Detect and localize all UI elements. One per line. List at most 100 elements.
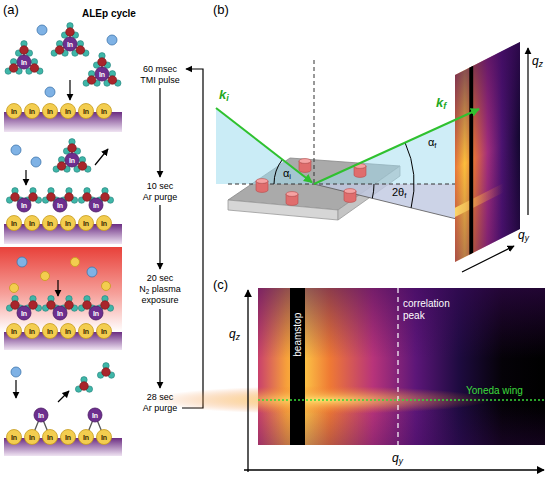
gisaxs-geometry — [274, 160, 282, 185]
gisaxs-geometry — [372, 184, 374, 198]
gisaxs-geometry — [216, 108, 314, 184]
tmi-pulse-illustration — [63, 37, 77, 51]
plasma-illustration — [0, 247, 122, 332]
atom-symbol: In — [47, 434, 53, 441]
step-name: exposure — [141, 295, 178, 305]
panel-letter: (c) — [213, 278, 228, 293]
final-purge-illustration — [15, 380, 16, 398]
final-purge-illustration — [75, 377, 92, 393]
atom-symbol: In — [101, 108, 107, 115]
yoneda-label: Yoneda wing — [466, 385, 523, 397]
atom-symbol: In — [83, 108, 89, 115]
atom-symbol: In — [101, 328, 107, 335]
final-purge-illustration — [43, 430, 58, 445]
atom-symbol: In — [101, 220, 107, 227]
ar-purge-illustration — [97, 216, 112, 231]
gisaxs-geometry — [469, 66, 473, 255]
plasma-illustration — [61, 324, 76, 339]
wave-vector-label: ki — [219, 88, 229, 103]
step-duration: 28 sec — [147, 392, 174, 402]
ar-purge-illustration — [25, 170, 26, 185]
tmi-pulse-illustration — [83, 53, 121, 87]
tmi-pulse-illustration — [5, 41, 43, 75]
tmi-pulse-illustration — [107, 35, 117, 45]
peak-label: correlation peak — [403, 298, 463, 321]
ar-purge-illustration — [65, 153, 79, 167]
gisaxs-geometry — [314, 60, 315, 184]
final-purge-illustration — [97, 430, 112, 445]
cycle-arrows — [160, 69, 203, 408]
detector-image — [247, 290, 248, 472]
atom-symbol: In — [83, 434, 89, 441]
tmi-pulse-illustration — [45, 87, 55, 97]
angle-label: 2θf — [392, 186, 406, 199]
gisaxs-geometry — [216, 42, 528, 272]
atom-symbol: In — [65, 220, 71, 227]
angle-label: αf — [428, 136, 437, 149]
final-purge-illustration — [88, 408, 102, 422]
tmi-pulse-illustration — [4, 23, 122, 132]
step-duration: 60 msec — [143, 64, 177, 74]
plasma-illustration — [17, 257, 27, 267]
tmi-pulse-illustration — [51, 23, 89, 57]
detector-image — [290, 288, 305, 445]
ar-purge-illustration — [17, 198, 31, 212]
ar-purge-illustration — [43, 216, 58, 231]
panel-title: ALEp cycle — [82, 8, 136, 20]
atom-symbol: In — [21, 310, 27, 317]
gisaxs-geometry — [527, 48, 528, 215]
atom-symbol: In — [83, 220, 89, 227]
atom-symbol: In — [65, 434, 71, 441]
tmi-pulse-illustration — [61, 104, 76, 119]
gisaxs-geometry — [299, 159, 311, 173]
atom-symbol: In — [38, 412, 44, 419]
ar-purge-illustration — [95, 149, 108, 165]
tmi-pulse-illustration — [43, 104, 58, 119]
plasma-illustration — [79, 324, 94, 339]
plasma-illustration — [87, 267, 97, 277]
plasma-illustration — [41, 272, 50, 281]
plasma-illustration — [17, 306, 31, 320]
angle-label: αi — [283, 167, 291, 180]
cycle-arrows — [182, 69, 203, 408]
atom-symbol: In — [92, 412, 98, 419]
atom-symbol: In — [47, 220, 53, 227]
tmi-pulse-illustration — [79, 104, 94, 119]
detector-image — [258, 288, 545, 445]
plasma-illustration — [97, 324, 112, 339]
axis-label: qy — [518, 229, 529, 243]
tmi-pulse-illustration — [69, 80, 70, 100]
atom-symbol: In — [11, 220, 17, 227]
axis-label: qy — [392, 452, 403, 466]
panel-letter: (b) — [213, 3, 229, 18]
ar-purge-illustration — [53, 139, 91, 173]
ar-purge-illustration — [7, 216, 22, 231]
plasma-illustration — [10, 284, 19, 293]
atom-symbol: In — [65, 328, 71, 335]
plasma-illustration — [25, 324, 40, 339]
final-purge-illustration — [79, 430, 94, 445]
step-name: Ar purge — [143, 192, 178, 202]
tmi-pulse-illustration — [25, 104, 40, 119]
atom-symbol: In — [101, 434, 107, 441]
atom-symbol: In — [47, 108, 53, 115]
detector-image — [397, 288, 398, 445]
ar-purge-illustration — [31, 157, 41, 167]
ar-purge-illustration — [79, 216, 94, 231]
gisaxs-geometry — [344, 189, 356, 203]
tmi-pulse-illustration — [17, 55, 31, 69]
gisaxs-geometry — [216, 108, 312, 183]
atom-symbol: In — [83, 328, 89, 335]
plasma-illustration — [0, 247, 122, 350]
detector-image — [150, 288, 545, 472]
atom-symbol: In — [93, 310, 99, 317]
final-purge-illustration — [11, 367, 21, 377]
gisaxs-geometry — [455, 42, 520, 262]
ar-purge-illustration — [25, 216, 40, 231]
atom-symbol: In — [11, 108, 17, 115]
axis-label: qz — [229, 328, 240, 342]
step-name: N2 plasma — [139, 284, 181, 294]
gisaxs-geometry — [256, 179, 268, 193]
gisaxs-geometry — [455, 183, 504, 217]
